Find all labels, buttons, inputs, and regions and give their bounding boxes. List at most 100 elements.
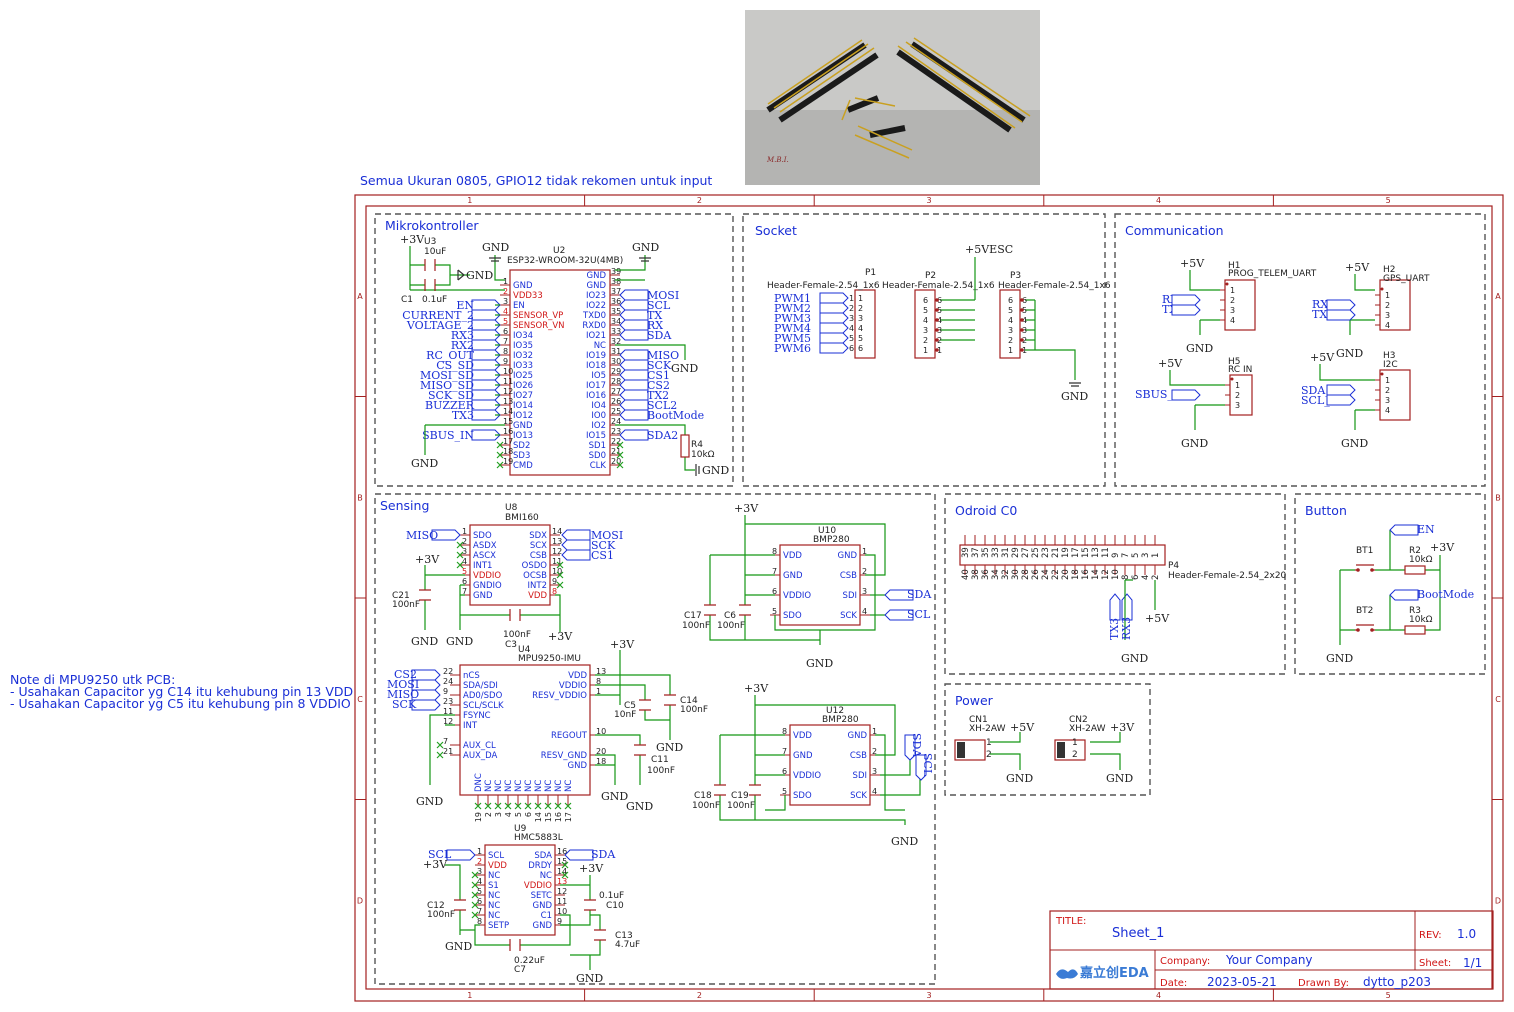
net-flag — [471, 339, 501, 351]
no-connect-mark — [556, 571, 564, 579]
pin-name: SD0 — [589, 451, 606, 461]
pin-number: 3 — [858, 314, 863, 323]
pin-name: SCK — [840, 611, 857, 621]
odroid-part: Header-Female-2.54_2x20 — [1168, 571, 1287, 581]
net-label: TX3 — [452, 409, 474, 422]
jlc-logo: 嘉立创EDA — [1079, 965, 1149, 981]
gnd-label: GND — [702, 464, 729, 477]
pin-number: 6 — [503, 327, 508, 336]
drawn-value: dytto_p203 — [1363, 975, 1431, 989]
pin-name: NC — [488, 901, 500, 911]
hmc-part: HMC5883L — [514, 833, 563, 843]
pin-number: 4 — [1385, 406, 1390, 415]
pin-name: SDO — [473, 531, 492, 541]
net-label: SCL2 — [647, 399, 677, 412]
r4-value: 10kΩ — [691, 450, 715, 460]
title-value: Sheet_1 — [1112, 926, 1164, 941]
pin-number: 25 — [1031, 547, 1041, 558]
vesc-label: +5VESC — [965, 243, 1013, 256]
border-row-label: B — [1495, 493, 1501, 502]
net-flag — [471, 359, 501, 371]
c10-ref: C10 — [606, 901, 624, 911]
pin-name: NC — [488, 871, 500, 881]
net-flag — [619, 319, 649, 331]
no-connect-mark — [556, 581, 564, 589]
button-flags — [1389, 524, 1419, 601]
pin-number: 7 — [462, 587, 467, 596]
net-label: RX2 — [451, 339, 474, 352]
net-label: CURRENT_2 — [402, 309, 474, 322]
net-label: SDA2 — [647, 429, 678, 442]
net-label: SDA — [647, 329, 672, 342]
net-flag — [411, 699, 441, 711]
side-note-line: - Usahakan Capacitor yg C5 itu kehubung … — [10, 696, 351, 711]
pin-number: 11 — [552, 557, 562, 566]
pin-name: GND — [513, 421, 533, 431]
section-title-odroid: Odroid C0 — [955, 503, 1017, 518]
net-flag — [819, 292, 849, 304]
cn2-ref: CN2 — [1069, 715, 1088, 725]
net-flag — [619, 329, 649, 341]
r2-value: 10kΩ — [1409, 555, 1433, 565]
pin-number: 6 — [849, 344, 854, 353]
pin-number: 9 — [552, 577, 557, 586]
bmp-b-ref: U12 — [826, 706, 844, 716]
vcc-label: +3V — [423, 858, 448, 871]
pin-number: 4 — [1141, 575, 1151, 580]
pin1-marker — [1230, 377, 1234, 381]
pin-number: 27 — [1021, 547, 1031, 558]
section-title-communication: Communication — [1125, 223, 1224, 238]
net-flag — [431, 529, 461, 541]
pin-number: 6 — [524, 812, 533, 817]
pin-dot — [1020, 328, 1024, 332]
pin-number: 3 — [1008, 326, 1013, 335]
pin-name: RXD0 — [582, 321, 606, 331]
net-flag — [561, 529, 591, 541]
jlc-logo-icon — [1056, 969, 1078, 979]
pin-number: 22 — [1051, 569, 1061, 580]
u3-value: 10uF — [424, 247, 446, 257]
net-label-sda: SDA — [910, 733, 923, 758]
pin-number: 4 — [862, 607, 867, 616]
pin-name: RESV_VDDIO — [532, 691, 587, 701]
pin-number: 1 — [872, 727, 877, 736]
pin-number: 14 — [534, 812, 543, 822]
pin-name: SD2 — [513, 441, 530, 451]
pin-number: 29 — [1011, 547, 1021, 558]
pin-number: 2 — [1072, 750, 1078, 760]
pin-number: 2 — [937, 336, 942, 345]
pin-dot — [935, 328, 939, 332]
pin-number: 1 — [923, 346, 928, 355]
no-connect-mark — [471, 881, 479, 889]
pin-name: IO16 — [586, 391, 606, 401]
pin-number: 2 — [1008, 336, 1013, 345]
pin-name: IO21 — [586, 331, 606, 341]
pin-name: GND — [793, 751, 813, 761]
pin-number: 5 — [477, 887, 482, 896]
pin-number: 5 — [923, 306, 928, 315]
net-label: RC_OUT — [426, 349, 474, 362]
net-label-scl: SCL — [428, 848, 452, 861]
pin-number: 24 — [443, 677, 453, 686]
pin-number: 15 — [503, 417, 513, 426]
pin-number: 38 — [611, 277, 621, 286]
pin-number: 2 — [477, 857, 482, 866]
no-connect-mark — [561, 861, 569, 869]
gnd-label: GND — [1106, 772, 1133, 785]
pin-name: NC — [554, 780, 564, 792]
gnd-label: GND — [1121, 652, 1148, 665]
cn1-ref: CN1 — [969, 715, 988, 725]
pin-number: 2 — [1230, 296, 1235, 305]
pin-name: OCSB — [523, 571, 547, 581]
net-label: BUZZER — [425, 399, 475, 412]
p1-ref: P1 — [865, 268, 876, 278]
pin-name: VDDIO — [559, 681, 587, 691]
pin-name: AD0/SDO — [463, 691, 503, 701]
pin-name: IO12 — [513, 411, 533, 421]
pin-name: DNC — [474, 773, 484, 792]
pin-name: C1 — [541, 911, 552, 921]
pin-number: 1 — [849, 294, 854, 303]
net-label: MISO_SD — [420, 379, 474, 392]
pin-number: 20 — [1061, 569, 1071, 580]
pin-number: 25 — [611, 407, 621, 416]
